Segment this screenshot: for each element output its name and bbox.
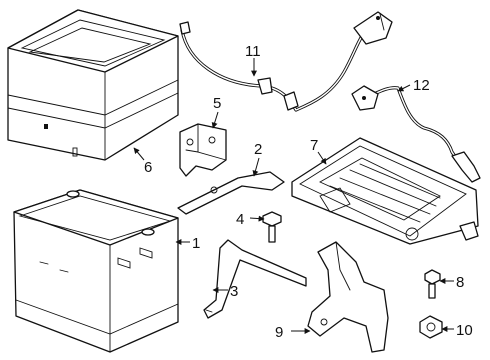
callout-7: 7 — [310, 137, 318, 154]
callout-12: 12 — [413, 77, 430, 94]
callout-10: 10 — [456, 322, 473, 339]
callout-4: 4 — [236, 211, 244, 228]
support-bracket — [307, 241, 389, 353]
callout-labels: 1 2 3 4 5 6 7 8 9 10 11 12 — [144, 43, 473, 341]
battery-box — [7, 9, 179, 161]
callout-2: 2 — [254, 141, 262, 158]
battery-cable-positive — [179, 11, 393, 112]
callout-11: 11 — [245, 43, 261, 60]
hold-down-clamp — [177, 171, 285, 215]
nut — [419, 315, 443, 339]
callout-8: 8 — [456, 274, 464, 291]
bolt-small — [424, 269, 441, 299]
callout-9: 9 — [275, 324, 283, 341]
leader-lines — [133, 58, 454, 334]
battery — [13, 189, 179, 353]
callout-3: 3 — [230, 283, 238, 300]
callout-6: 6 — [144, 159, 152, 176]
terminal-fuse-bracket — [179, 123, 227, 177]
battery-sensor-cable — [351, 85, 481, 183]
callout-1: 1 — [192, 235, 200, 252]
callout-5: 5 — [213, 95, 221, 112]
battery-tray — [291, 137, 479, 245]
hold-down-rod — [203, 239, 307, 319]
bolt — [262, 211, 282, 243]
